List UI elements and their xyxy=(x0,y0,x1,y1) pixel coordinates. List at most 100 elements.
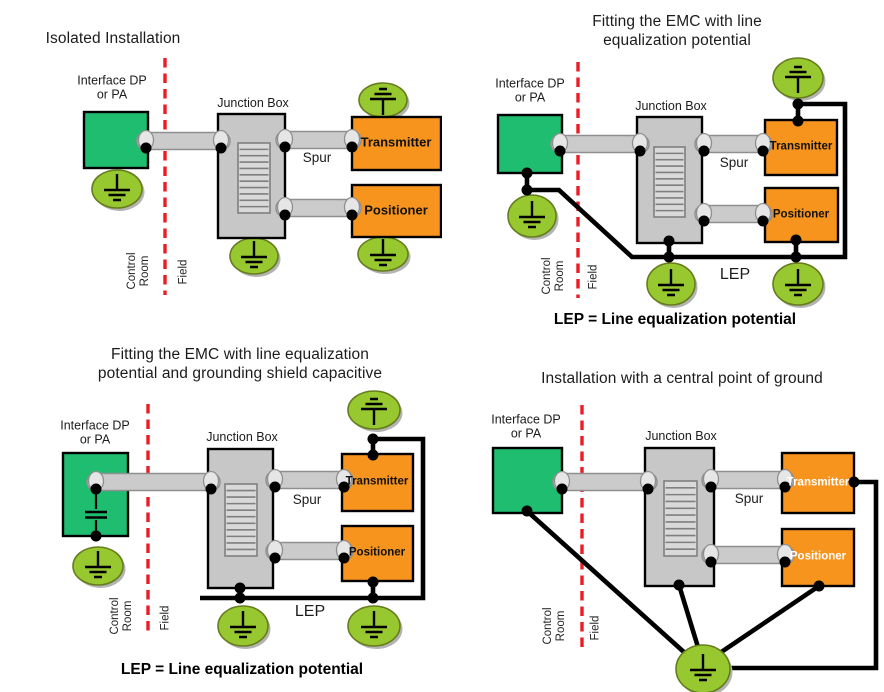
quadrant-central-point-of-ground: Installation with a central point of gro… xyxy=(442,346,884,692)
interface-label-line1: Interface DP xyxy=(491,412,561,427)
connection-dot xyxy=(792,98,804,110)
control-room-line2: Room xyxy=(554,260,566,292)
lep-label: LEP xyxy=(719,265,751,283)
connection-dot xyxy=(813,580,825,592)
interface-label: Interface DP or PA xyxy=(77,74,146,103)
connection-dot xyxy=(234,582,246,594)
control-room-label: Control Room xyxy=(126,252,152,289)
connection-dot xyxy=(634,145,646,157)
diagram-emc-line-equalization xyxy=(496,57,848,308)
diagram-isolated-installation xyxy=(82,58,442,295)
quadrant-isolated-installation: Isolated Installation Interface DP or PA… xyxy=(0,0,442,346)
connection-dot xyxy=(673,579,685,591)
equipotential-wire xyxy=(200,436,426,601)
connection-dot xyxy=(367,433,379,445)
connection-dot xyxy=(757,215,769,227)
bus-cable xyxy=(552,472,658,492)
bus-cable xyxy=(694,204,773,224)
control-room-label: Control Room xyxy=(541,257,567,294)
field-label: Field xyxy=(159,605,172,631)
connection-dot xyxy=(705,556,717,568)
transmitter-box xyxy=(763,118,839,177)
positioner-label: Positioner xyxy=(789,550,847,563)
connection-dot xyxy=(205,483,217,495)
bus-cable xyxy=(275,198,362,218)
connection-dot xyxy=(521,184,533,196)
earth-ground-icon xyxy=(361,611,387,639)
connection-dot xyxy=(367,576,379,588)
control-room-line1: Control xyxy=(541,257,553,295)
terminal-strip xyxy=(224,483,258,557)
positioner-label: Positioner xyxy=(364,202,428,218)
connection-dot xyxy=(554,145,566,157)
diagram-central-point-of-ground xyxy=(491,405,879,692)
junction-box-label: Junction Box xyxy=(206,429,278,444)
connection-dot xyxy=(140,142,152,154)
earth-ground-icon xyxy=(241,241,267,269)
bus-cable xyxy=(265,541,354,561)
connection-dot xyxy=(779,556,791,568)
connection-dot xyxy=(757,145,769,157)
connection-dot xyxy=(346,141,358,153)
connection-dot xyxy=(521,167,533,179)
earth-ground-icon xyxy=(85,551,111,579)
terminal-strip xyxy=(653,146,686,218)
interface-label-line2: or PA xyxy=(96,88,128,102)
terminal-strip xyxy=(237,142,271,214)
connection-dot xyxy=(279,209,291,221)
connection-dot xyxy=(848,476,860,488)
quadrant-emc-line-equalization-capacitive: Fitting the EMC with line equalization p… xyxy=(0,346,442,692)
terminal-strip xyxy=(663,480,698,557)
earth-ground-icon xyxy=(785,269,811,297)
lep-caption: LEP = Line equalization potential xyxy=(553,311,797,329)
junction-box-label: Junction Box xyxy=(635,98,707,113)
equipotential-wire xyxy=(709,584,821,661)
transmitter-box xyxy=(350,115,442,172)
connection-dot xyxy=(338,481,350,493)
interface-label-line2: or PA xyxy=(79,433,111,447)
interface-label: Interface DP or PA xyxy=(60,419,129,448)
equipotential-wire xyxy=(729,479,879,671)
capacitor-symbol xyxy=(85,510,107,519)
earth-ground-icon xyxy=(658,269,684,297)
connection-dot xyxy=(663,235,675,247)
connection-dot xyxy=(705,481,717,493)
interface-label-line1: Interface DP xyxy=(60,418,130,433)
bus-cable xyxy=(694,134,773,154)
junction-box-label: Junction Box xyxy=(217,95,289,110)
diagram-title: Installation with a central point of gro… xyxy=(541,370,823,388)
positioner-label: Positioner xyxy=(348,546,406,559)
diagram-emc-line-equalization-capacitive xyxy=(61,390,426,649)
diagram-title-line2: potential and grounding shield capacitiv… xyxy=(97,365,383,383)
lep-label: LEP xyxy=(294,602,326,620)
spur-label: Spur xyxy=(734,491,764,507)
bus-cable xyxy=(86,472,221,492)
control-room-label: Control Room xyxy=(109,597,135,634)
connection-dot xyxy=(279,141,291,153)
control-room-line2: Room xyxy=(555,610,567,642)
control-room-line1: Control xyxy=(542,607,554,645)
interface-box xyxy=(491,446,564,515)
control-room-label: Control Room xyxy=(542,607,568,644)
control-room-line1: Control xyxy=(109,597,121,635)
positioner-label: Positioner xyxy=(772,208,830,221)
connection-dot xyxy=(698,215,710,227)
junction-box-label: Junction Box xyxy=(645,428,717,443)
spur-label: Spur xyxy=(719,155,749,171)
bus-cable xyxy=(701,470,795,490)
connection-dot xyxy=(556,483,568,495)
earth-ground-icon xyxy=(104,174,130,202)
lep-caption: LEP = Line equalization potential xyxy=(120,661,364,679)
connection-dot xyxy=(779,481,791,493)
bus-cable xyxy=(265,470,354,490)
connection-dot xyxy=(338,552,350,564)
control-room-line2: Room xyxy=(122,600,134,632)
spur-label: Spur xyxy=(302,150,332,166)
interface-label-line2: or PA xyxy=(510,427,542,441)
connection-dot xyxy=(90,530,102,542)
connection-dot xyxy=(269,481,281,493)
bus-cable xyxy=(275,130,362,150)
transmitter-label: Transmitter xyxy=(769,140,833,153)
interface-label-line2: or PA xyxy=(514,91,546,105)
